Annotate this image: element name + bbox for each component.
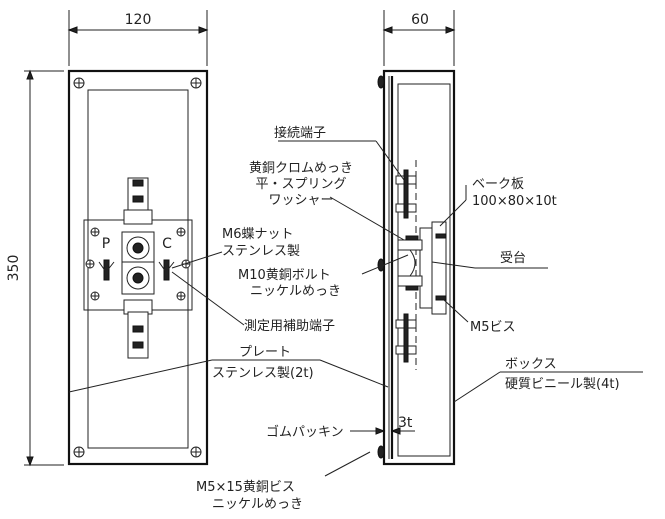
label-m5x15-1: M5×15黄銅ビス [196,480,295,495]
label-connection-terminal: 接続端子 [274,125,326,141]
label-m10-bolt-1: M10黄銅ボルト [238,268,331,283]
terminal-c-mark: C [162,236,172,252]
side-screw-bottom [377,445,385,459]
corner-screw-top-left [73,77,85,89]
label-plate-1: プレート [239,345,291,360]
conductor-bottom-icon [123,299,153,359]
label-plate-2: ステンレス製(2t) [212,366,314,381]
label-aux-terminal: 測定用補助端子 [244,319,335,334]
front-view: 120 350 P C [6,10,209,467]
label-brass-washer-2: 平・スプリング [255,177,346,192]
corner-screw-bottom-left [73,446,85,458]
label-m5-screw: M5ビス [470,320,516,335]
receiver-side [419,227,433,309]
side-screw-top [377,75,385,89]
side-view: 60 [377,10,456,466]
width-dimension: 120 [125,12,152,28]
label-m5x15-2: ニッケルめっき [212,497,303,512]
label-bake-plate-2: 100×80×10t [472,194,557,209]
connection-terminal-upper-icon [395,169,417,219]
m10-bolt-side-icon [397,235,423,291]
m10-bolt-lower-icon [121,261,155,295]
m10-bolt-upper-icon [121,231,155,265]
corner-screw-bottom-right [190,446,202,458]
label-m6-wingnut-2: ステンレス製 [222,244,300,259]
label-receiver: 受台 [500,251,526,266]
height-dimension: 350 [6,255,22,282]
depth-dimension: 60 [411,12,429,28]
label-brass-washer-1: 黄銅クロムめっき [249,161,353,176]
aux-terminal-right-icon [158,259,175,281]
conductor-top-icon [123,177,153,225]
label-box-2: 硬質ビニール製(4t) [505,377,620,392]
leader-lines [68,140,643,477]
label-box-1: ボックス [505,357,557,372]
terminal-p-mark: P [102,236,110,252]
label-brass-washer-3: ワッシャー [268,193,333,208]
label-m10-bolt-2: ニッケルめっき [250,284,341,299]
plate-screw-5 [85,259,95,269]
packing-thickness-dimension: 3t [398,415,413,431]
plate-screw-4 [176,291,186,301]
plate-screw-3 [90,291,100,301]
hidden-inner-box [87,89,189,449]
front-box-outline [67,69,209,466]
labels: 接続端子 黄銅クロムめっき 平・スプリング ワッシャー M6蝶ナット ステンレス… [196,125,620,512]
connection-terminal-lower-icon [395,313,417,363]
label-bake-plate-1: ベーク板 [472,177,524,192]
label-m6-wingnut-1: M6蝶ナット [222,227,294,242]
aux-terminal-left-icon [98,259,115,281]
corner-screw-top-right [190,77,202,89]
plate-screw-2 [176,227,186,237]
label-rubber-packing: ゴムパッキン [266,424,344,440]
plate-screw-1 [90,227,100,237]
